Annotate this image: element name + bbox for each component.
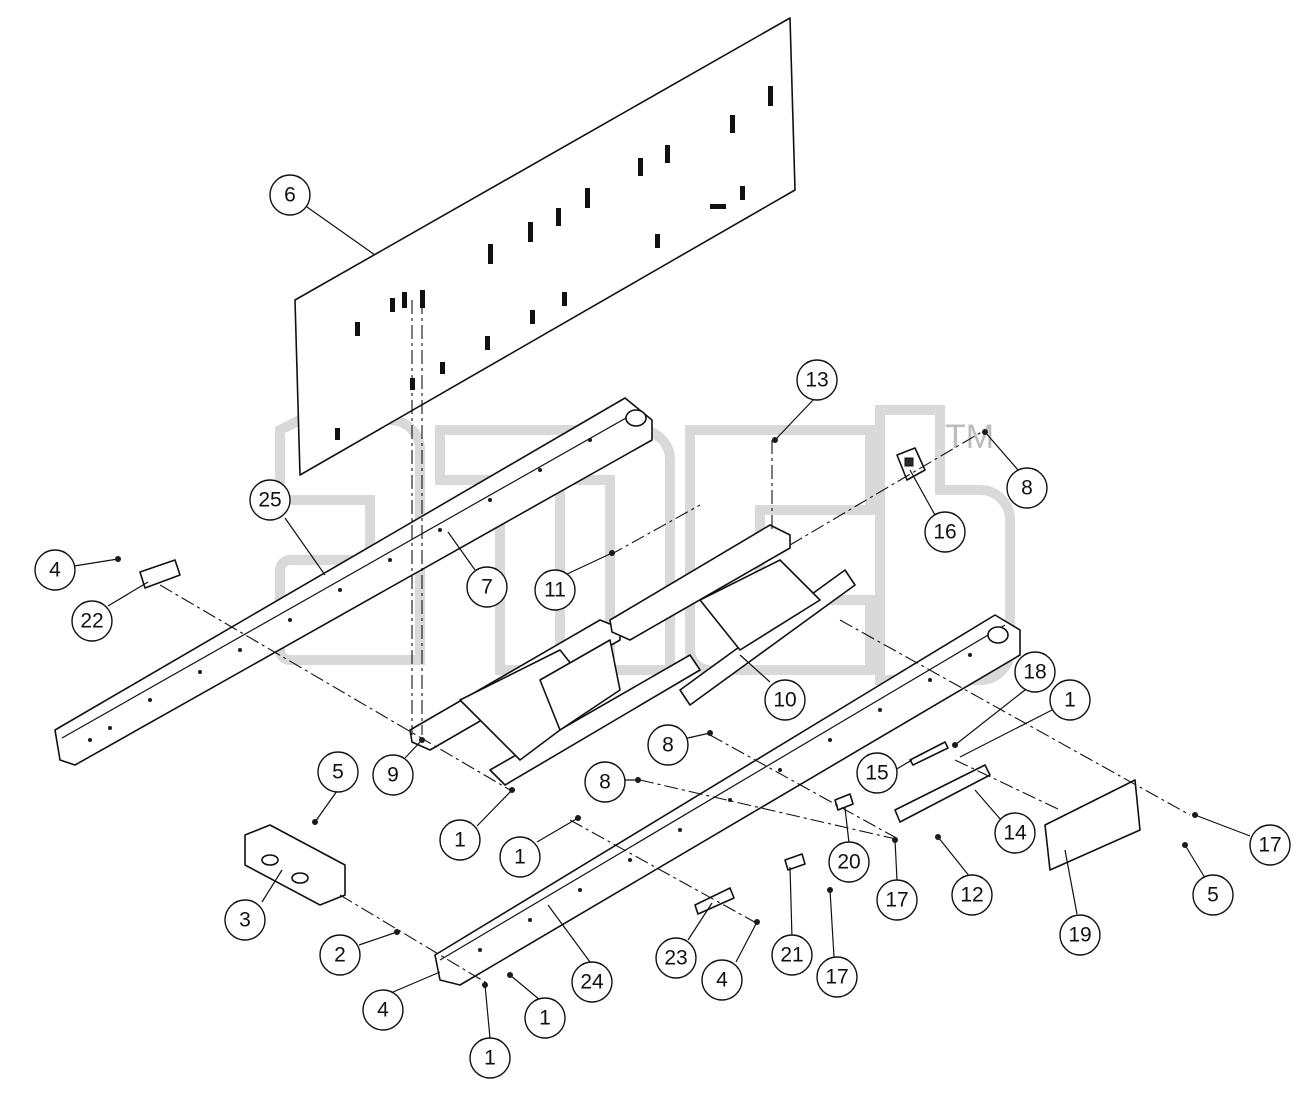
crossmember-bracket <box>244 824 346 906</box>
callout-label: 14 <box>1003 822 1027 845</box>
callout-24: 24 <box>571 961 613 1003</box>
callout-label: 12 <box>960 884 983 907</box>
callout-label: 1 <box>484 1047 496 1070</box>
callout-21: 21 <box>771 934 813 976</box>
callout-label: 4 <box>716 969 728 992</box>
callout-8-top: 8 <box>1006 467 1048 509</box>
callout-label: 16 <box>933 521 956 544</box>
center-frame-section <box>409 619 701 786</box>
callout-label: 22 <box>80 610 103 633</box>
callout-23: 23 <box>655 937 697 979</box>
callout-4-low: 4 <box>362 989 404 1031</box>
callout-label: 7 <box>481 576 493 599</box>
leader-lines <box>73 206 1251 1039</box>
callout-15: 15 <box>856 752 898 794</box>
callout-4-left: 4 <box>34 549 76 591</box>
shim-21 <box>784 853 806 871</box>
upper-side-rail <box>54 397 653 766</box>
callouts: 6 13 8 25 7 16 11 4 22 10 18 1 9 8 5 15 … <box>34 174 1291 1079</box>
callout-11: 11 <box>534 569 576 611</box>
callout-1-mid: 1 <box>499 836 541 878</box>
callout-label: 13 <box>805 369 828 392</box>
callout-label: 8 <box>1021 477 1033 500</box>
callout-12: 12 <box>951 874 993 916</box>
assembly-axes <box>159 300 1191 986</box>
callout-label: 1 <box>454 829 466 852</box>
callout-2: 2 <box>319 934 361 976</box>
end-plate <box>1044 779 1141 871</box>
callout-label: 8 <box>662 734 674 757</box>
callout-label: 17 <box>825 966 848 989</box>
callout-1-bottom: 1 <box>469 1037 511 1079</box>
callout-3: 3 <box>224 899 266 941</box>
callout-label: 5 <box>332 761 344 784</box>
shim-20 <box>834 793 854 811</box>
callout-1-low: 1 <box>524 997 566 1039</box>
callout-14: 14 <box>994 812 1036 854</box>
callout-label: 20 <box>837 851 860 874</box>
callout-label: 17 <box>1258 834 1281 857</box>
callout-19: 19 <box>1059 914 1101 956</box>
callout-7: 7 <box>466 566 508 608</box>
callout-label: 25 <box>258 489 281 512</box>
callout-label: 23 <box>664 947 687 970</box>
callout-18: 18 <box>1014 651 1056 693</box>
fastener-dots <box>115 429 1198 988</box>
callout-6: 6 <box>269 174 311 216</box>
callout-label: 18 <box>1023 661 1046 684</box>
callout-label: 4 <box>377 999 389 1022</box>
lower-side-rail <box>434 614 1021 986</box>
rear-frame-section <box>609 524 856 706</box>
callout-22: 22 <box>71 600 113 642</box>
callout-label: 2 <box>334 944 346 967</box>
callout-label: 10 <box>773 689 796 712</box>
callout-label: 3 <box>239 909 251 932</box>
callout-label: 1 <box>514 846 526 869</box>
callout-label: 1 <box>539 1007 551 1030</box>
decal-sheet <box>294 17 796 476</box>
callout-label: 8 <box>599 771 611 794</box>
callout-20: 20 <box>828 841 870 883</box>
callout-label: 24 <box>580 971 604 994</box>
callout-13: 13 <box>796 359 838 401</box>
callout-25: 25 <box>249 479 291 521</box>
callout-10: 10 <box>764 679 806 721</box>
callout-label: 19 <box>1068 924 1091 947</box>
callout-17-mid: 17 <box>876 879 918 921</box>
callout-5-right: 5 <box>1192 874 1234 916</box>
callout-label: 4 <box>49 559 61 582</box>
callout-label: 5 <box>1207 884 1219 907</box>
callout-label: 21 <box>780 944 803 967</box>
callout-17-low: 17 <box>816 956 858 998</box>
trademark-mark: TM <box>945 418 994 456</box>
callout-4-mid: 4 <box>701 959 743 1001</box>
callout-label: 17 <box>885 889 908 912</box>
callout-label: 15 <box>865 762 888 785</box>
bar-14 <box>894 764 991 823</box>
bracket-16 <box>896 447 926 481</box>
callout-label: 1 <box>1064 689 1076 712</box>
callout-label: 9 <box>387 764 399 787</box>
callout-1-right: 1 <box>1049 679 1091 721</box>
callout-8-low: 8 <box>584 761 626 803</box>
bar-15 <box>909 741 949 766</box>
plate-23 <box>694 887 735 915</box>
callout-16: 16 <box>924 511 966 553</box>
callout-9: 9 <box>372 754 414 796</box>
callout-1-center: 1 <box>439 819 481 861</box>
callout-label: 11 <box>544 579 566 602</box>
callout-17-right: 17 <box>1249 824 1291 866</box>
callout-label: 6 <box>284 184 296 207</box>
callout-5-left: 5 <box>317 751 359 793</box>
plate-22 <box>139 559 181 589</box>
callout-8-mid: 8 <box>647 724 689 766</box>
